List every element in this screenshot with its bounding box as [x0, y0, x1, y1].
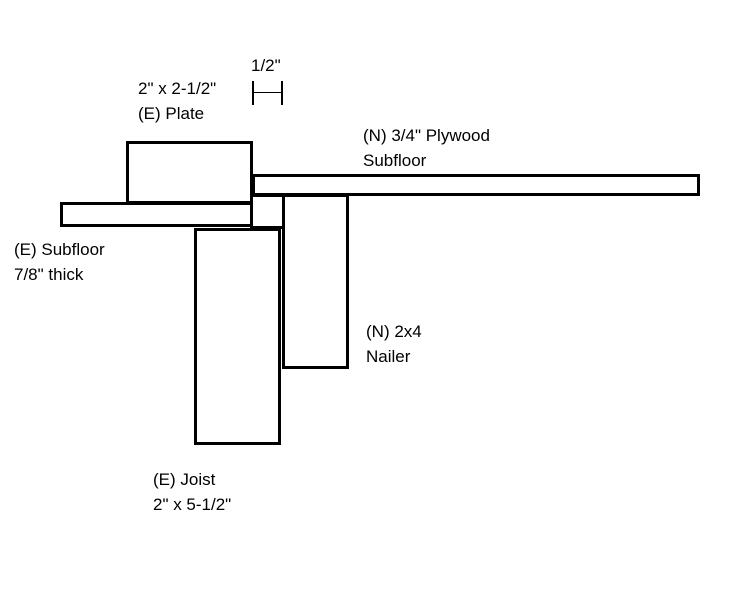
plate-label-size: 2" x 2-1/2"	[138, 79, 217, 98]
plywood-label: (N) 3/4" Plywood Subfloor	[363, 123, 490, 173]
plate-label-name: (E) Plate	[138, 104, 205, 123]
existing-plate	[126, 141, 253, 204]
plate-label: 2" x 2-1/2" (E) Plate	[138, 76, 216, 126]
subfloor-label: (E) Subfloor 7/8" thick	[14, 237, 105, 287]
dimension-label: 1/2"	[251, 53, 281, 78]
dimension-tick-left	[252, 81, 254, 105]
new-nailer	[282, 194, 349, 369]
dimension-line	[254, 92, 281, 93]
nailer-label-name: Nailer	[366, 347, 411, 366]
joist-label-name: (E) Joist	[153, 470, 216, 489]
subfloor-label-thickness: 7/8" thick	[14, 265, 84, 284]
joist-label-size: 2" x 5-1/2"	[153, 495, 232, 514]
existing-joist	[194, 228, 281, 445]
plywood-label-type: Subfloor	[363, 151, 427, 170]
existing-subfloor	[60, 202, 253, 227]
nailer-label-size: (N) 2x4	[366, 322, 422, 341]
joist-label: (E) Joist 2" x 5-1/2"	[153, 467, 231, 517]
gap-block	[250, 194, 285, 229]
dimension-tick-right	[281, 81, 283, 105]
dimension-text: 1/2"	[251, 56, 281, 75]
new-plywood-subfloor	[252, 174, 700, 196]
nailer-label: (N) 2x4 Nailer	[366, 319, 422, 369]
plywood-label-name: (N) 3/4" Plywood	[363, 126, 490, 145]
subfloor-label-name: (E) Subfloor	[14, 240, 105, 259]
